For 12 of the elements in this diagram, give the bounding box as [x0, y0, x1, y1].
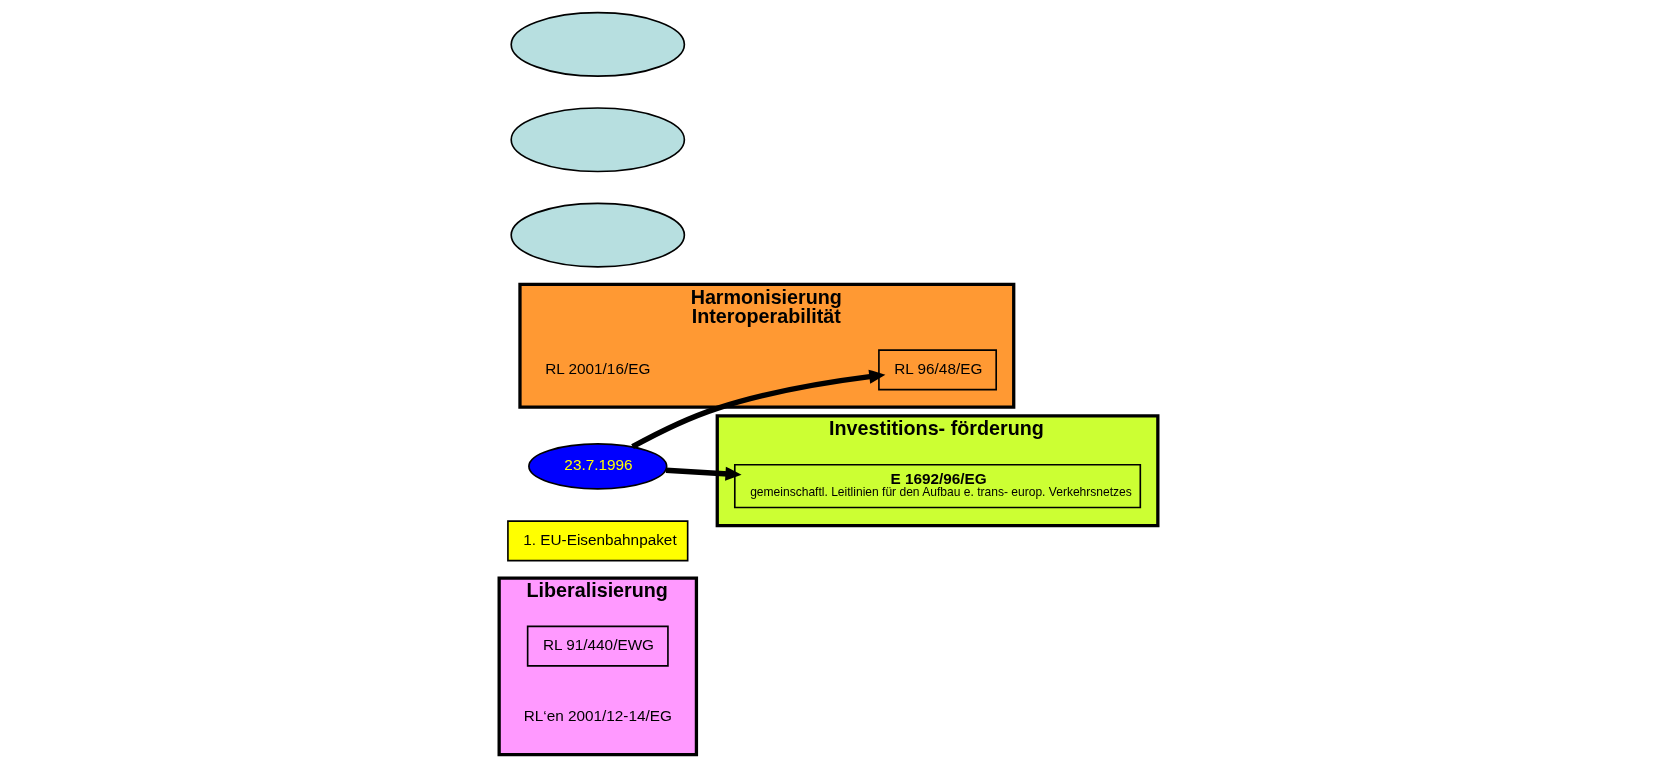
- node-cloud: [510, 11, 686, 77]
- node-box: E 1692/96/EG gemeinschaftl. Leitlinien für den Aufbau e. trans- europ. Verkehrsnetzes: [733, 463, 1142, 509]
- node-cloud: [510, 107, 686, 173]
- node-cloud: [510, 202, 686, 268]
- node-box: RL 91/440/EWG: [526, 625, 669, 667]
- arrow: [665, 466, 742, 481]
- node-box: 1. EU-Eisenbahnpaket: [507, 520, 689, 562]
- node-ellipse: 23.7.1996: [528, 443, 668, 490]
- label: RL‘en 2001/12-14/EG: [523, 707, 672, 725]
- label: RL 2001/16/EG: [545, 359, 651, 377]
- node-box: RL 96/48/EG: [878, 349, 997, 391]
- arrow: [631, 369, 886, 450]
